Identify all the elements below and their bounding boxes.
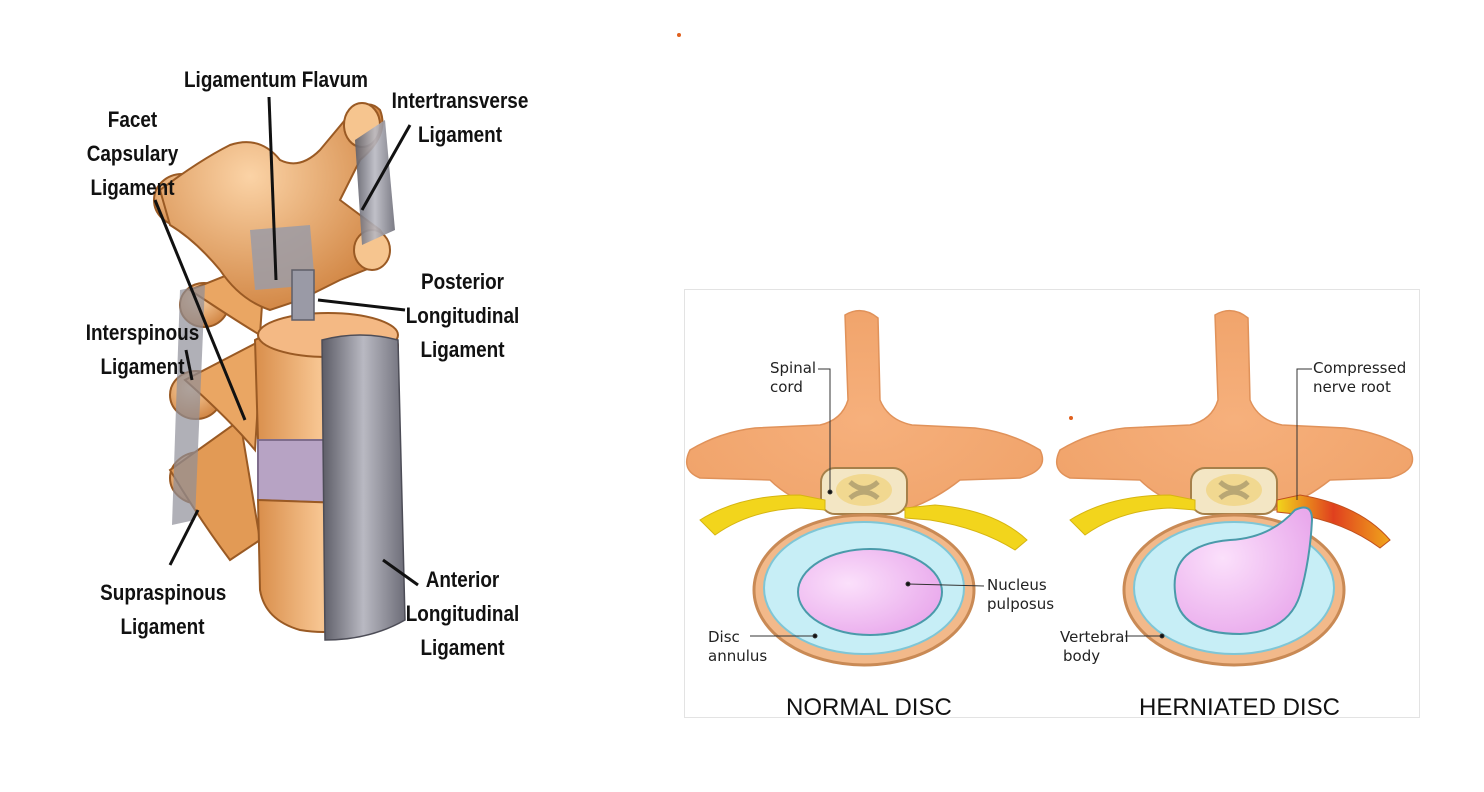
stray-dot xyxy=(677,33,681,37)
caption-normal-disc: NORMAL DISC xyxy=(786,694,952,721)
posterior-elements xyxy=(153,102,395,562)
vertebral-body-column xyxy=(253,269,406,641)
herniated-disc-figure xyxy=(1055,309,1414,667)
label-ligamentum-flavum: Ligamentum Flavum xyxy=(184,67,368,92)
disc-leader-lines xyxy=(750,368,1312,639)
normal-disc-figure xyxy=(685,309,1044,667)
caption-herniated-disc: HERNIATED DISC xyxy=(1139,694,1340,721)
spine-leader-lines xyxy=(153,96,419,587)
